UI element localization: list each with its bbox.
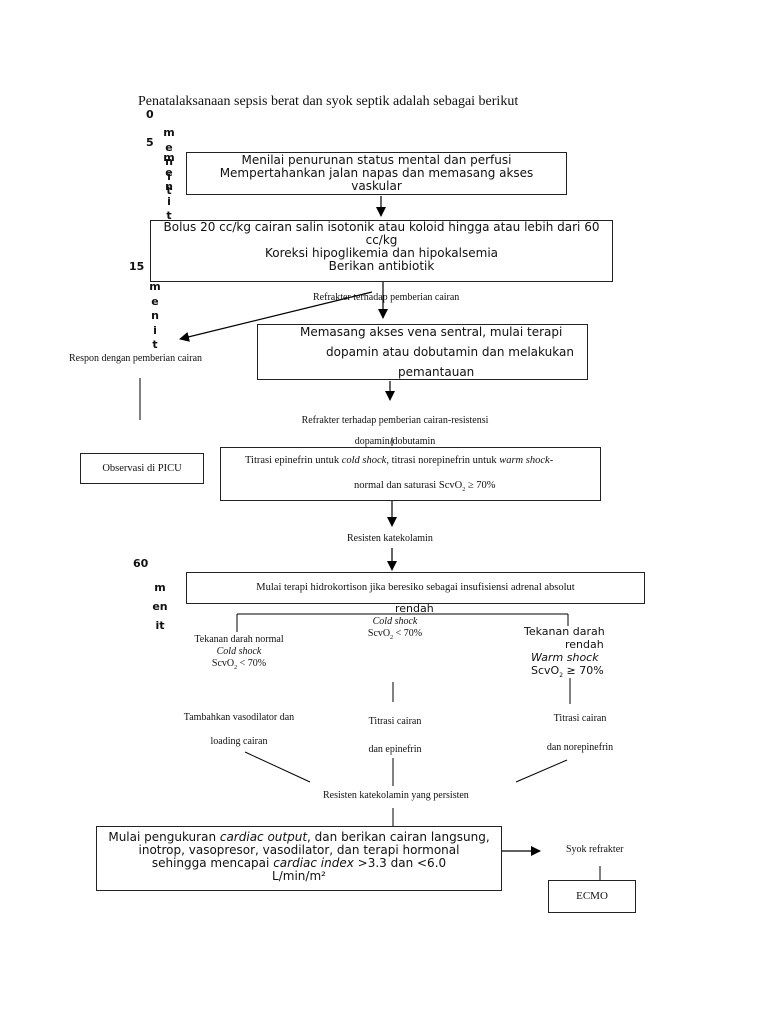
timeline-menit-vertical-2: m e n i t	[163, 151, 175, 222]
timeline-0: 0	[146, 108, 154, 121]
box-bolus: Bolus 20 cc/kg cairan salin isotonik ata…	[150, 220, 613, 282]
box-ecmo: ECMO	[548, 880, 636, 913]
branch-cold-shock: Cold shock ScvO2 < 70%	[367, 616, 423, 641]
branch-low-bp: Tekanan darah rendah Warm shock ScvO2 ≥ …	[524, 625, 605, 680]
action-epinefrin: Titrasi cairan dan epinefrin	[368, 716, 422, 755]
label-syok-refrakter: Syok refrakter	[566, 844, 624, 855]
timeline-menit-vertical-1: m e n i t	[163, 126, 175, 197]
box-hidrokortison-line2: rendah	[395, 602, 434, 615]
branch-normal-bp: Tekanan darah normal Cold shock ScvO2 < …	[194, 634, 284, 671]
box-assessment: Menilai penurunan status mental dan perf…	[186, 152, 567, 195]
label-refrakter-cairan: Refrakter terhadap pemberian cairan	[313, 292, 460, 303]
label-refrakter-resistensi: Refrakter terhadap pemberian cairan-resi…	[301, 415, 489, 447]
label-respon-cairan: Respon dengan pemberian cairan	[69, 353, 203, 364]
box-vena-sentral: Memasang akses vena sentral, mulai terap…	[257, 324, 588, 380]
box-hidrokortison: Mulai terapi hidrokortison jika beresiko…	[186, 572, 645, 604]
label-resisten-katekolamin: Resisten katekolamin	[347, 533, 433, 544]
page-title: Penatalaksanaan sepsis berat dan syok se…	[138, 94, 519, 109]
action-vasodilator: Tambahkan vasodilator dan loading cairan	[183, 712, 295, 747]
timeline-menit-vertical-3: m e n i t	[149, 280, 161, 351]
timeline-5: 5	[146, 136, 154, 149]
arrow-to-respon	[179, 291, 373, 342]
label-resisten-persisten: Resisten katekolamin yang persisten	[323, 790, 469, 801]
box-cardiac-output: Mulai pengukuran cardiac output, dan ber…	[96, 826, 502, 891]
timeline-15: 15	[129, 260, 145, 273]
timeline-menit-60: m en it	[152, 581, 168, 632]
timeline-60: 60	[133, 557, 149, 570]
action-norepinefrin: Titrasi cairan dan norepinefrin	[546, 713, 614, 753]
box-observasi-picu: Observasi di PICU	[80, 453, 204, 484]
box-titrasi: Titrasi epinefrin untuk cold shock, titr…	[220, 447, 601, 501]
